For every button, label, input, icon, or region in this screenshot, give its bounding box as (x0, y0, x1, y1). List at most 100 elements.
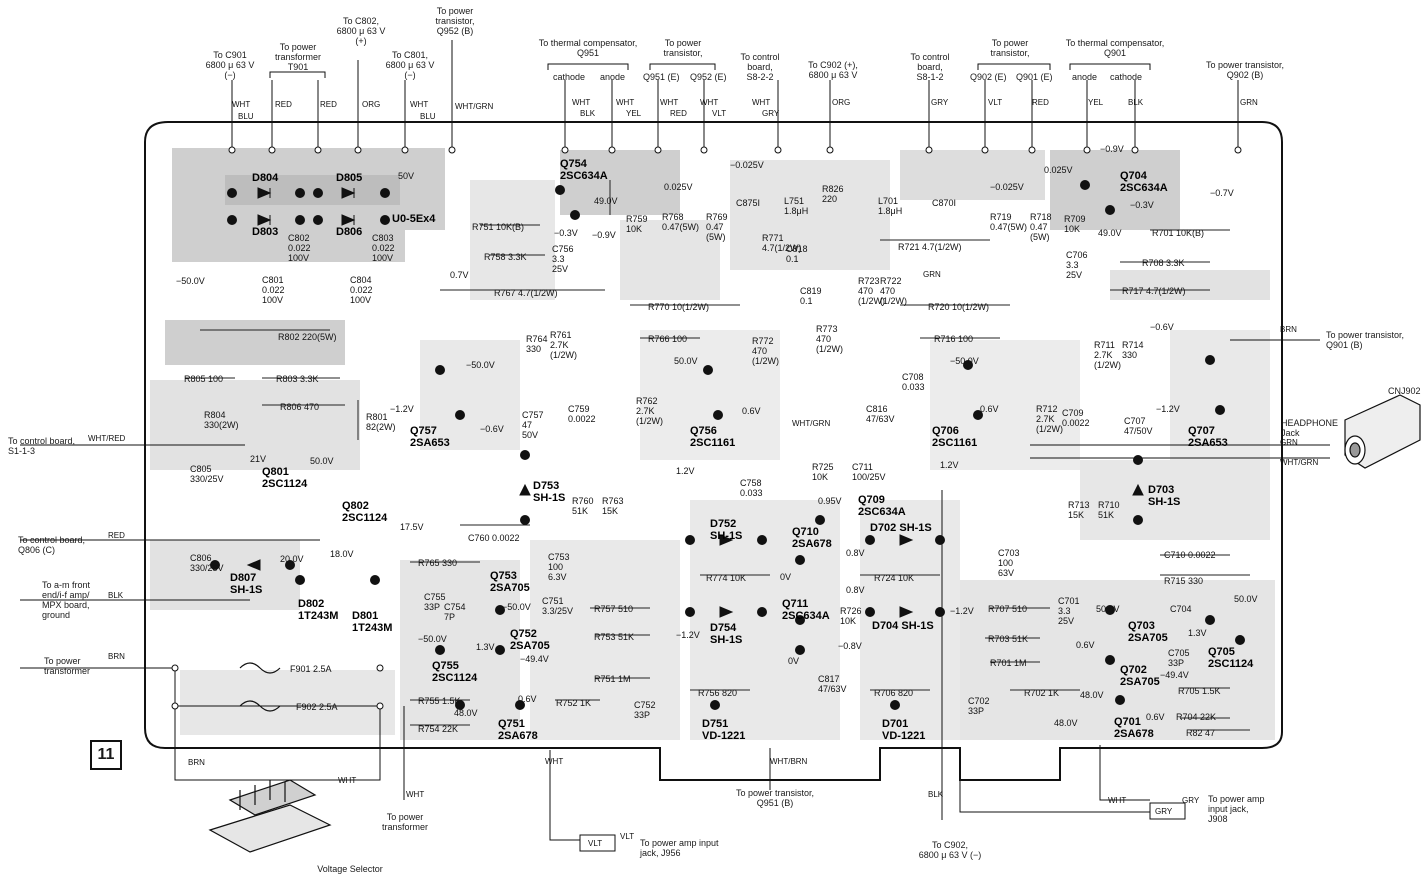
voltage-reading: 0.6V (1076, 640, 1095, 650)
capacitor-c816: C816 47/63V (866, 404, 895, 424)
voltage-reading: −50.0V (466, 360, 495, 370)
label-to-power-transformer-bottom: To power transformer (381, 812, 428, 832)
voltage-reading: 17.5V (400, 522, 424, 532)
transistor-q709: Q709 2SC634A (858, 494, 906, 518)
resistor-r724: R724 10K (874, 573, 915, 583)
resistor-r725: R725 10K (812, 462, 834, 482)
wire-tag: GRY (762, 109, 780, 118)
transistor-q703: Q703 2SA705 (1128, 620, 1168, 644)
wire-tag: BRN (188, 758, 205, 767)
label-anode-2: anode (1072, 72, 1098, 82)
fuse-f902: F902 2.5A (296, 702, 338, 712)
capacitor-c704: C704 (1170, 604, 1192, 614)
resistor-r762: R762 2.7K (1/2W) (636, 396, 663, 426)
wire-tag: RED (275, 100, 292, 109)
voltage-reading: 50V (398, 171, 415, 181)
resistor-r803: R803 3.3K (276, 374, 319, 384)
capacitor-c753: C753 100 6.3V (548, 552, 570, 582)
transistor-q710: Q710 2SA678 (792, 526, 832, 550)
label-to-am-front: To a-m front end/i-f amp/ MPX board, gro… (42, 580, 91, 620)
resistor-r722: R722 470 (1/2W) (880, 276, 907, 306)
voltage-reading: 50.0V (310, 456, 334, 466)
capacitor-c801: C801 0.022 100V (262, 275, 285, 305)
resistor-r805: R805 100 (184, 374, 224, 384)
voltage-reading: 48.0V (1054, 718, 1078, 728)
voltage-reading: 49.0V (594, 196, 618, 206)
resistor-r767: R767 4.7(1/2W) (494, 288, 558, 298)
capacitor-c754: C754 7P (444, 602, 466, 622)
wire-tag: WHT (406, 790, 425, 799)
wire-tag: WHT (572, 98, 591, 107)
resistor-r701-1m: R701 1M (990, 658, 1027, 668)
transistor-q753: Q753 2SA705 (490, 570, 530, 594)
transistor-q801: Q801 2SC1124 (262, 466, 308, 490)
voltage-reading: 48.0V (1080, 690, 1104, 700)
resistor-r716: R716 100 (934, 334, 974, 344)
resistor-r758: R758 3.3K (484, 252, 527, 262)
resistor-r765: R765 330 (418, 558, 458, 568)
transistor-q702: Q702 2SA705 (1120, 664, 1160, 688)
resistor-r702: R702 1K (1024, 688, 1060, 698)
wire-tag: YEL (626, 109, 642, 118)
label-to-c902-minus: To C902, 6800 μ 63 V (−) (918, 840, 982, 860)
voltage-reading: −1.2V (676, 630, 700, 640)
fuse-f901: F901 2.5A (290, 664, 332, 674)
wire-tag: RED (1032, 98, 1049, 107)
wire-tag: GRY (931, 98, 949, 107)
wire-tag: GRN (1280, 438, 1298, 447)
capacitor-c756: C756 3.3 25V (552, 244, 574, 274)
voltage-reading: −50.0V (950, 356, 979, 366)
wire-tag: WHT (338, 776, 357, 785)
voltage-reading: −50.0V (502, 602, 531, 612)
capacitor-c760: C760 0.0022 (468, 533, 520, 543)
label-to-q952b: To power transistor, Q952 (B) (435, 6, 475, 36)
label-to-q951b: To power transistor, Q951 (B) (735, 788, 815, 808)
label-cathode-2: cathode (1110, 72, 1143, 82)
resistor-r757: R757 510 (594, 604, 634, 614)
voltage-reading: 20.0V (280, 554, 304, 564)
resistor-r711: R711 2.7K (1/2W) (1094, 340, 1121, 370)
diode-d801: D801 1T243M (352, 610, 393, 634)
fuse-symbols (239, 662, 281, 712)
wire-tag: BLK (108, 591, 124, 600)
transistor-q754: Q754 2SC634A (560, 158, 608, 182)
voltage-reading: 1.2V (676, 466, 695, 476)
wire-tag: BLU (420, 112, 436, 121)
copper-areas (150, 148, 1275, 740)
capacitor-c703: C703 100 63V (998, 548, 1020, 578)
resistor-r709: R709 10K (1064, 214, 1086, 234)
wire-tag: GRN (1240, 98, 1258, 107)
voltage-reading: 0.95V (818, 496, 842, 506)
wire-tag: WHT (616, 98, 635, 107)
figure-number-box: 11 (90, 740, 122, 770)
capacitor-c705: C705 33P (1168, 648, 1190, 668)
capacitor-c702: C702 33P (968, 696, 990, 716)
resistor-r753: R753 51K (594, 632, 635, 642)
small-pads (171, 146, 1242, 710)
wire-tag: WHT (700, 98, 719, 107)
resistor-r713: R713 15K (1068, 500, 1090, 520)
diode-d701: D701 VD-1221 (882, 718, 926, 742)
figure-number: 11 (97, 746, 115, 763)
voltage-reading: 50.0V (1096, 604, 1120, 614)
voltage-reading: −0.7V (1210, 188, 1234, 198)
voltage-reading: −1.2V (950, 606, 974, 616)
voltage-reading: −1.2V (1156, 404, 1180, 414)
voltage-reading: 50.0V (1234, 594, 1258, 604)
voltage-reading: 50.0V (674, 356, 698, 366)
transistor-q706: Q706 2SC1161 (932, 425, 978, 449)
wire-tag: ORG (832, 98, 851, 107)
diode-d807: D807 SH-1S (230, 572, 263, 596)
capacitor-c709: C709 0.0022 (1062, 408, 1090, 428)
diode-d802: D802 1T243M (298, 598, 339, 622)
transistor-q802: Q802 2SC1124 (342, 500, 388, 524)
resistor-r751-1m: R751 1M (594, 674, 631, 684)
resistor-r751: R751 10K(B) (472, 222, 525, 232)
voltage-reading: 0V (788, 656, 800, 666)
wire-tag: RED (320, 100, 337, 109)
resistor-r715: R715 330 (1164, 576, 1204, 586)
voltage-reading: 49.0V (1098, 228, 1122, 238)
diode-d753: D753 SH-1S (533, 480, 566, 504)
wire-tag: WHT (660, 98, 679, 107)
wire-tag: BRN (108, 652, 125, 661)
